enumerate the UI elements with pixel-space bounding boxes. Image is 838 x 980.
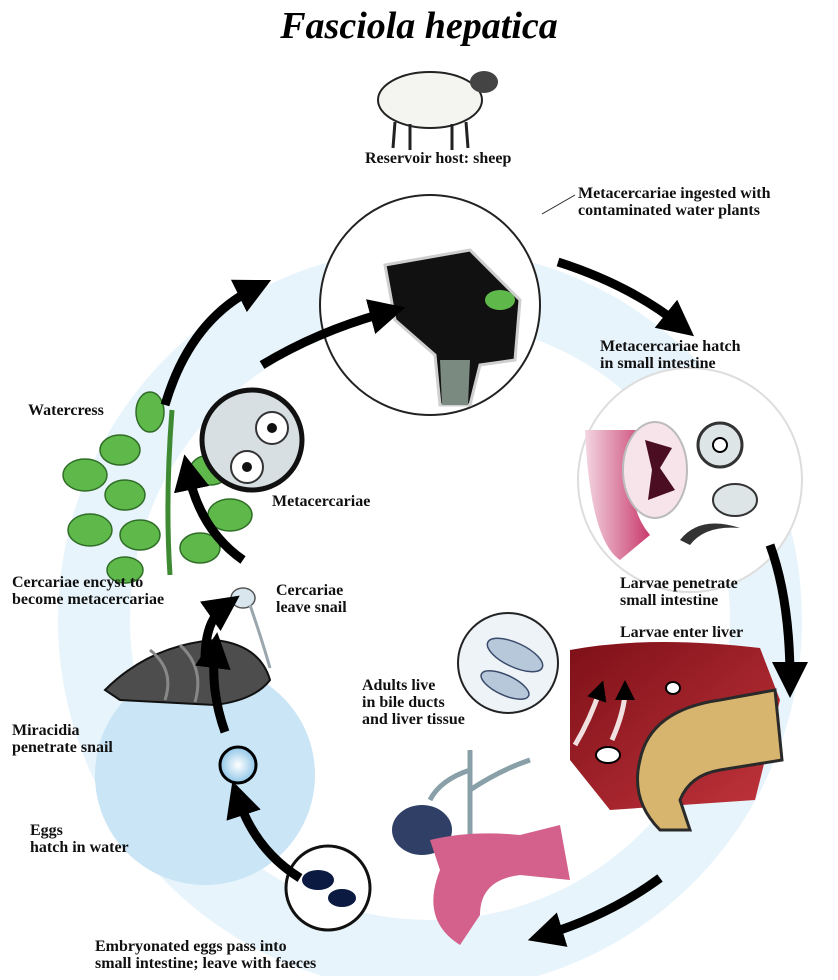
label-watercress: Watercress — [28, 402, 104, 419]
label-reservoir-host: Reservoir host: sheep — [365, 150, 511, 167]
hatching-egg — [220, 747, 256, 783]
label-larvae-enter-liver: Larvae enter liver — [620, 624, 743, 641]
eggs-circle — [286, 846, 370, 930]
label-eggs-hatch: Eggs hatch in water — [30, 822, 129, 856]
diagram-title: Fasciola hepatica — [0, 4, 838, 48]
label-cercariae-encyst: Cercariae encyst to become metacercariae — [12, 574, 164, 608]
label-adults-live: Adults live in bile ducts and liver tiss… — [362, 677, 465, 728]
label-metacercariae-hatch: Metacercariae hatch in small intestine — [600, 338, 741, 372]
label-miracidia: Miracidia penetrate snail — [12, 722, 113, 756]
sheep-icon — [378, 71, 498, 150]
label-metacercariae: Metacercariae — [272, 493, 370, 510]
label-embryonated-eggs: Embryonated eggs pass into small intesti… — [95, 938, 316, 972]
label-metacercariae-ingested: Metacercariae ingested with contaminated… — [578, 185, 771, 219]
label-larvae-penetrate: Larvae penetrate small intestine — [620, 575, 738, 609]
label-cercariae-leave: Cercariae leave snail — [276, 582, 347, 616]
